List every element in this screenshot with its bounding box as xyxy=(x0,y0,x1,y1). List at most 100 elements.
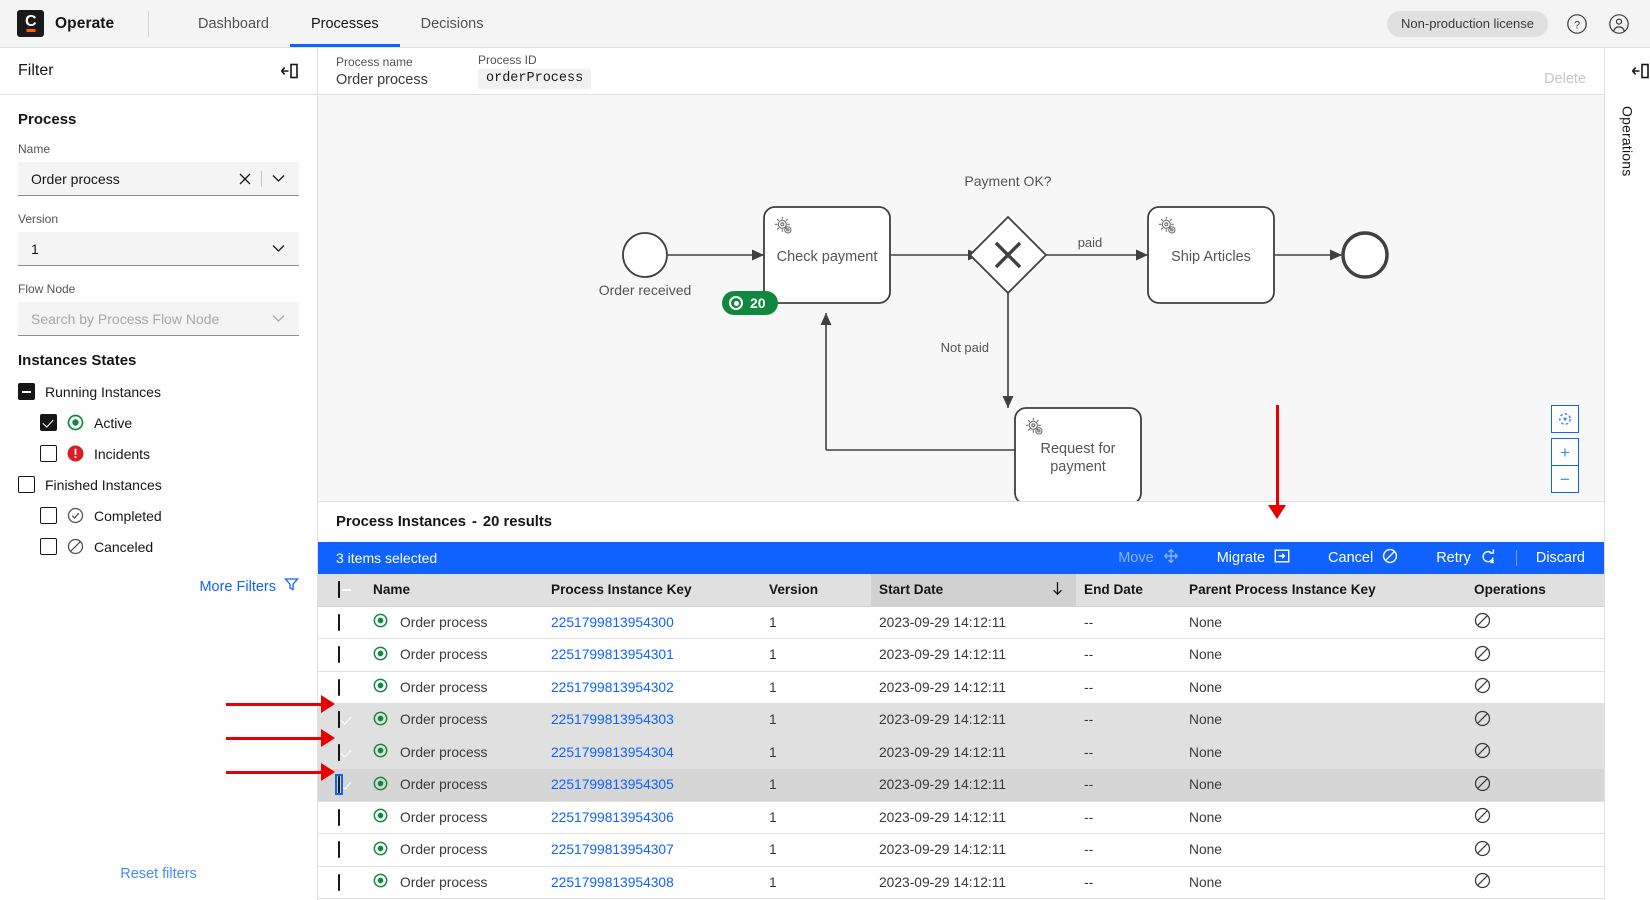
row-key-cell[interactable]: 2251799813954304 xyxy=(543,736,761,769)
user-avatar-icon[interactable] xyxy=(1606,11,1632,37)
select-all-checkbox[interactable] xyxy=(338,581,340,599)
process-instance-key-link[interactable]: 2251799813954306 xyxy=(551,809,674,825)
column-header-parent-key[interactable]: Parent Process Instance Key xyxy=(1181,574,1466,607)
select-all-header[interactable] xyxy=(318,574,365,607)
app-brand[interactable]: C Operate xyxy=(0,10,142,37)
row-select-cell[interactable] xyxy=(318,866,365,899)
finished-instances-checkbox[interactable] xyxy=(18,476,35,493)
filter-finished-instances[interactable]: Finished Instances xyxy=(18,476,299,493)
running-instances-checkbox[interactable] xyxy=(18,383,35,400)
column-header-start-date[interactable]: Start Date xyxy=(871,574,1076,607)
cancel-icon[interactable] xyxy=(1474,742,1491,762)
discard-button[interactable]: Discard xyxy=(1517,542,1604,574)
zoom-out-button[interactable]: − xyxy=(1551,465,1579,493)
zoom-in-button[interactable]: + xyxy=(1551,438,1579,466)
move-button[interactable]: Move xyxy=(1099,542,1197,574)
row-operations-cell[interactable] xyxy=(1466,671,1604,704)
cancel-icon[interactable] xyxy=(1474,872,1491,892)
row-checkbox[interactable] xyxy=(338,808,340,826)
column-header-end-date[interactable]: End Date xyxy=(1076,574,1181,607)
row-operations-cell[interactable] xyxy=(1466,833,1604,867)
row-checkbox[interactable] xyxy=(338,613,340,631)
filter-incidents[interactable]: Incidents xyxy=(40,445,299,462)
row-key-cell[interactable]: 2251799813954301 xyxy=(543,638,761,672)
process-instance-key-link[interactable]: 2251799813954308 xyxy=(551,874,674,890)
completed-checkbox[interactable] xyxy=(40,507,57,524)
row-checkbox[interactable] xyxy=(338,873,340,891)
column-header-name[interactable]: Name xyxy=(365,574,543,607)
row-operations-cell[interactable] xyxy=(1466,768,1604,802)
row-key-cell[interactable]: 2251799813954307 xyxy=(543,833,761,867)
instance-count-badge[interactable]: 20 xyxy=(722,291,778,315)
row-operations-cell[interactable] xyxy=(1466,606,1604,639)
row-select-cell[interactable] xyxy=(318,801,365,834)
row-checkbox[interactable] xyxy=(338,678,340,696)
process-instance-key-link[interactable]: 2251799813954304 xyxy=(551,744,674,760)
reset-filters-button[interactable]: Reset filters xyxy=(120,866,197,882)
operations-panel-label[interactable]: Operations xyxy=(1619,106,1636,177)
process-instance-key-link[interactable]: 2251799813954300 xyxy=(551,614,674,630)
cancel-icon[interactable] xyxy=(1474,807,1491,827)
filter-running-instances[interactable]: Running Instances xyxy=(18,383,299,400)
cancel-icon[interactable] xyxy=(1474,775,1491,795)
row-operations-cell[interactable] xyxy=(1466,736,1604,769)
row-key-cell[interactable]: 2251799813954306 xyxy=(543,801,761,834)
row-select-cell[interactable] xyxy=(318,833,365,867)
collapse-panel-icon[interactable] xyxy=(279,62,299,80)
chevron-down-icon[interactable] xyxy=(267,244,289,253)
row-operations-cell[interactable] xyxy=(1466,703,1604,737)
migrate-button[interactable]: Migrate xyxy=(1198,542,1309,574)
filter-completed[interactable]: Completed xyxy=(40,507,299,524)
clear-icon[interactable] xyxy=(234,173,256,185)
row-key-cell[interactable]: 2251799813954300 xyxy=(543,606,761,639)
row-select-cell[interactable] xyxy=(318,606,365,639)
nav-item-decisions[interactable]: Decisions xyxy=(420,15,484,32)
row-select-cell[interactable] xyxy=(318,671,365,704)
row-key-cell[interactable]: 2251799813954305 xyxy=(543,768,761,802)
cancel-button[interactable]: Cancel xyxy=(1309,542,1417,574)
row-select-cell[interactable] xyxy=(318,703,365,737)
row-checkbox[interactable] xyxy=(338,711,340,729)
row-checkbox[interactable] xyxy=(338,841,340,859)
reset-zoom-button[interactable] xyxy=(1551,405,1579,433)
process-instance-key-link[interactable]: 2251799813954305 xyxy=(551,777,674,793)
filter-canceled[interactable]: Canceled xyxy=(40,538,299,555)
row-key-cell[interactable]: 2251799813954303 xyxy=(543,703,761,737)
row-key-cell[interactable]: 2251799813954302 xyxy=(543,671,761,704)
cancel-icon[interactable] xyxy=(1474,840,1491,860)
row-key-cell[interactable]: 2251799813954308 xyxy=(543,866,761,899)
process-instance-key-link[interactable]: 2251799813954303 xyxy=(551,712,674,728)
bpmn-diagram[interactable]: Order received Check payment Payment OK?… xyxy=(318,95,1604,502)
row-checkbox[interactable] xyxy=(338,743,340,761)
process-instance-key-link[interactable]: 2251799813954301 xyxy=(551,647,674,663)
canceled-checkbox[interactable] xyxy=(40,538,57,555)
row-select-cell[interactable] xyxy=(318,768,365,802)
row-operations-cell[interactable] xyxy=(1466,638,1604,672)
delete-button[interactable]: Delete xyxy=(1544,71,1586,87)
help-icon[interactable]: ? xyxy=(1564,11,1590,37)
nav-item-processes[interactable]: Processes xyxy=(289,0,400,47)
process-instance-key-link[interactable]: 2251799813954307 xyxy=(551,842,674,858)
process-version-select[interactable]: 1 xyxy=(18,232,299,266)
cancel-icon[interactable] xyxy=(1474,645,1491,665)
process-name-select[interactable]: Order process xyxy=(18,162,299,196)
row-operations-cell[interactable] xyxy=(1466,866,1604,899)
nav-item-dashboard[interactable]: Dashboard xyxy=(198,15,269,32)
column-header-process-instance-key[interactable]: Process Instance Key xyxy=(543,574,761,607)
chevron-down-icon[interactable] xyxy=(267,314,289,323)
retry-button[interactable]: Retry xyxy=(1417,542,1516,574)
cancel-icon[interactable] xyxy=(1474,677,1491,697)
active-checkbox[interactable] xyxy=(40,414,57,431)
collapse-panel-icon[interactable] xyxy=(1630,62,1650,80)
incidents-checkbox[interactable] xyxy=(40,445,57,462)
column-header-version[interactable]: Version xyxy=(761,574,871,607)
row-select-cell[interactable] xyxy=(318,638,365,672)
